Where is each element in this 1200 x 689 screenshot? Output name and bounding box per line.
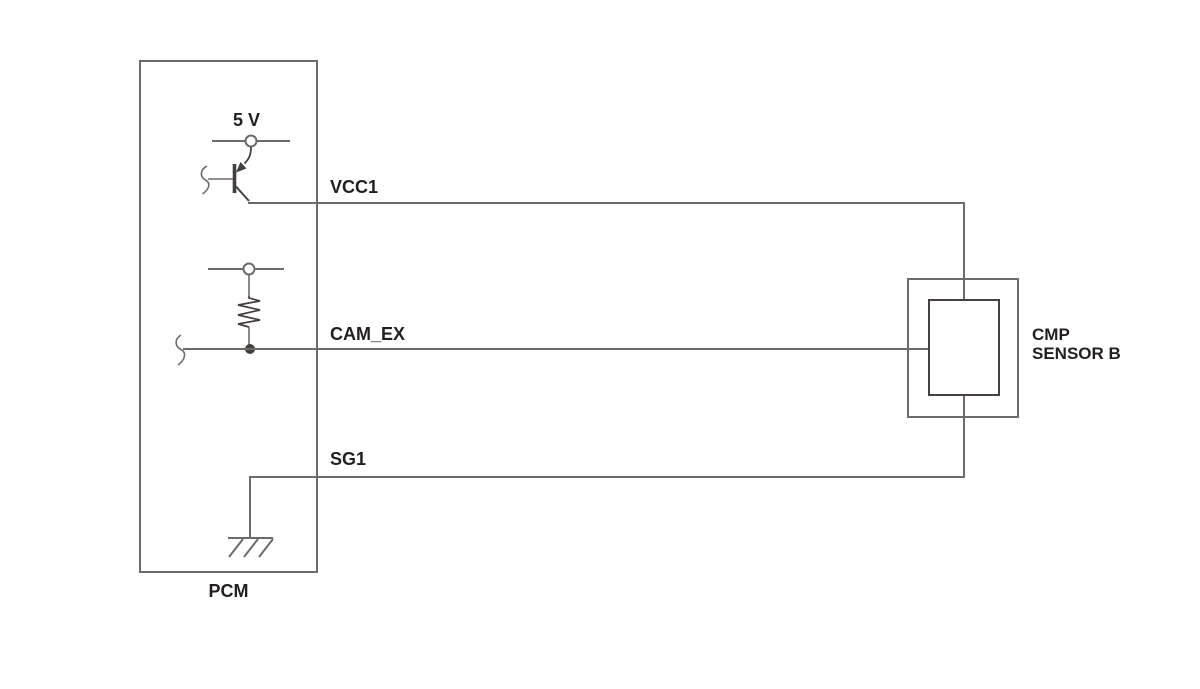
sensor-inner-box	[928, 299, 1000, 396]
pullup-terminal-icon	[208, 262, 284, 276]
pcm-box	[139, 60, 318, 573]
cmp-sensor-label: CMP SENSOR B	[1032, 325, 1121, 363]
sensor-outer-box	[907, 278, 1019, 418]
wire-break-icon	[175, 334, 186, 366]
supply-voltage-label: 5 V	[233, 110, 261, 130]
cam-ex-wire	[175, 334, 929, 366]
sg1-label: SG1	[330, 449, 367, 469]
chassis-ground-icon	[228, 537, 274, 558]
pullup-resistor-icon	[237, 275, 261, 348]
supply-terminal-icon	[212, 134, 290, 148]
cam-ex-label: CAM_EX	[330, 324, 406, 344]
vcc1-label: VCC1	[330, 177, 379, 197]
wire-break-icon	[200, 165, 210, 195]
cmp-sensor-box	[907, 278, 1019, 418]
pcm-label: PCM	[208, 581, 249, 601]
sg1-wire	[249, 395, 965, 538]
vcc1-wire	[248, 202, 965, 300]
pnp-transistor-icon	[200, 146, 252, 202]
cmp-sensor-label-line2: SENSOR B	[1032, 344, 1121, 363]
cmp-sensor-label-line1: CMP	[1032, 325, 1070, 344]
